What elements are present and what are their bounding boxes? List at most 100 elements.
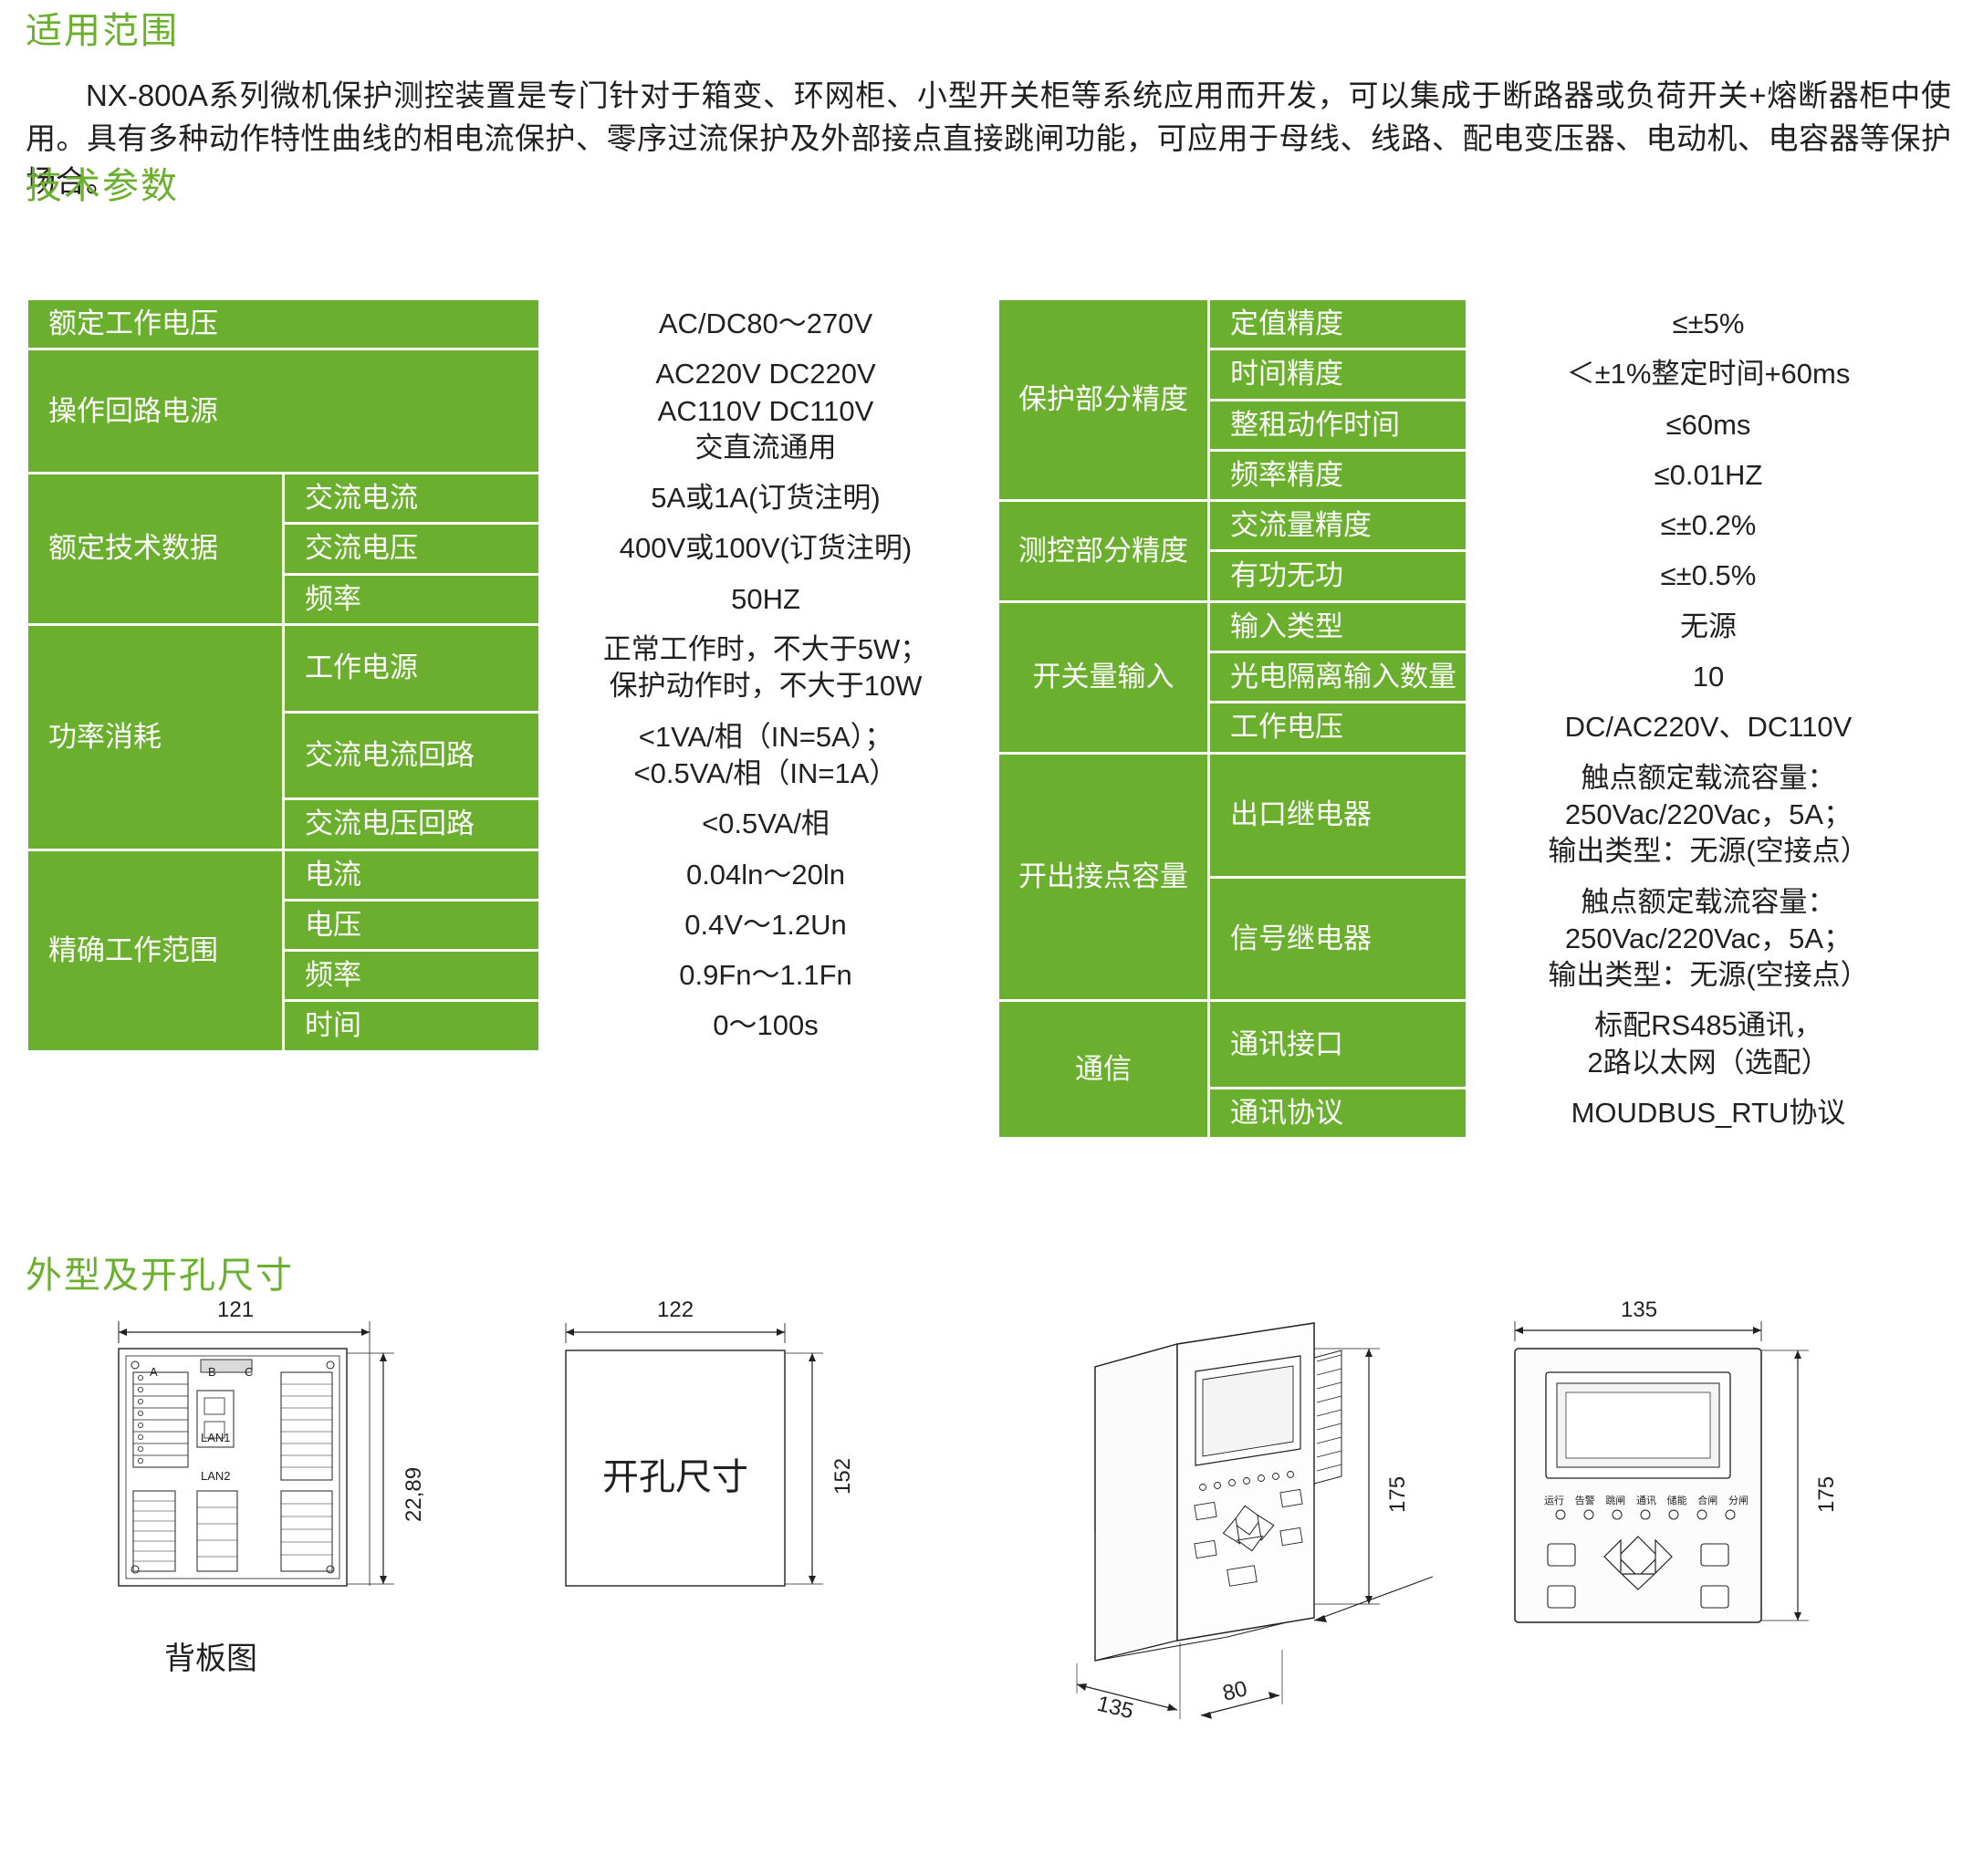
spec-value: <0.5VA/相 xyxy=(541,800,990,849)
table-row: 功率消耗工作电源正常工作时，不大于5W； 保护动作时，不大于10W xyxy=(28,626,990,849)
back-panel-port-c: C xyxy=(245,1365,254,1379)
table-row: 通信通讯接口标配RS485通讯， 2路以太网（选配） xyxy=(999,1002,1948,1138)
front-indicator-label: 合闸 xyxy=(1697,1496,1718,1506)
spec-sub-label: 光电隔离输入数量 xyxy=(1210,653,1466,702)
spec-sub-label: 频率 xyxy=(285,952,538,1000)
back-panel-caption: 背板图 xyxy=(164,1642,257,1676)
spec-group-label: 功率消耗 xyxy=(28,626,282,849)
front-indicator-label: 跳闸 xyxy=(1605,1496,1626,1506)
spec-value: AC/DC80～270V xyxy=(541,300,990,349)
table-row: 整租动作时间≤60ms xyxy=(999,401,1948,449)
spec-value: ＜±1%整定时间+60ms xyxy=(1468,350,1948,399)
front-indicator-label: 储能 xyxy=(1666,1496,1687,1506)
spec-value: 正常工作时，不大于5W； 保护动作时，不大于10W xyxy=(541,626,990,711)
front-view-width-label: 135 xyxy=(1621,1298,1658,1322)
spec-value: 10 xyxy=(1468,653,1948,702)
front-indicator-label: 告警 xyxy=(1574,1496,1595,1506)
back-panel-height-label: 22,89 xyxy=(402,1466,426,1522)
drawing-cutout: 122 152 开孔尺寸 xyxy=(548,1298,855,1613)
spec-group-label: 开关量输入 xyxy=(999,602,1207,752)
spec-sub-label: 出口继电器 xyxy=(1210,754,1466,876)
spec-value: ≤±0.5% xyxy=(1468,552,1948,600)
front-view-height-label: 175 xyxy=(1814,1475,1839,1513)
spec-sub-label: 通讯协议 xyxy=(1210,1089,1466,1138)
spec-group-label: 额定技术数据 xyxy=(28,474,282,624)
spec-value: 0～100s xyxy=(541,1002,990,1050)
spec-sub-label: 输入类型 xyxy=(1210,602,1466,651)
spec-sub-label: 交流电压 xyxy=(285,525,538,573)
spec-group-label: 测控部分精度 xyxy=(999,502,1207,600)
cutout-height-label: 152 xyxy=(830,1457,855,1495)
drawing-back-panel: 121 22,89 A B C LAN1 LAN2 背板图 xyxy=(110,1298,426,1676)
spec-value: DC/AC220V、DC110V xyxy=(1468,704,1948,752)
spec-value: 触点额定载流容量： 250Vac/220Vac，5A； 输出类型：无源(空接点） xyxy=(1468,754,1948,876)
table-row: 开出接点容量出口继电器触点额定载流容量： 250Vac/220Vac，5A； 输… xyxy=(999,754,1948,1000)
spec-value: 触点额定载流容量： 250Vac/220Vac，5A； 输出类型：无源(空接点） xyxy=(1468,878,1948,1000)
table-row: 测控部分精度交流量精度≤±0.2% xyxy=(999,502,1948,600)
spec-value: ≤±0.2% xyxy=(1468,502,1948,550)
spec-value: 50HZ xyxy=(541,575,990,624)
spec-value: ≤±5% xyxy=(1468,300,1948,349)
spec-value: 0.04ln～20ln xyxy=(541,850,990,899)
spec-sub-label: 交流电流回路 xyxy=(285,713,538,798)
spec-value: 标配RS485通讯， 2路以太网（选配） xyxy=(1468,1002,1948,1088)
spec-value: 0.9Fn～1.1Fn xyxy=(541,952,990,1000)
section-title-parameters: 技术参数 xyxy=(26,166,179,206)
back-panel-port-b: B xyxy=(208,1365,216,1379)
section-title-dimensions: 外型及开孔尺寸 xyxy=(26,1256,294,1296)
cutout-label: 开孔尺寸 xyxy=(602,1457,748,1497)
table-row: 信号继电器触点额定载流容量： 250Vac/220Vac，5A； 输出类型：无源… xyxy=(999,878,1948,1000)
table-row: 交流电流回路<1VA/相（IN=5A）； <0.5VA/相（IN=1A） xyxy=(28,713,990,798)
back-panel-lan2: LAN2 xyxy=(201,1469,231,1483)
spec-sub-label: 电流 xyxy=(285,850,538,899)
spec-value: AC220V DC220V AC110V DC110V 交直流通用 xyxy=(541,350,990,473)
spec-sub-label: 时间 xyxy=(285,1002,538,1050)
back-panel-lan1: LAN1 xyxy=(201,1431,231,1444)
spec-sub-label: 工作电压 xyxy=(1210,704,1466,752)
spec-value: ≤0.01HZ xyxy=(1468,451,1948,500)
table-row: 频率精度≤0.01HZ xyxy=(999,451,1948,500)
spec-sub-label: 时间精度 xyxy=(1210,350,1466,399)
spec-sub-label: 定值精度 xyxy=(1210,300,1466,349)
spec-sub-label: 通讯接口 xyxy=(1210,1002,1466,1088)
section-title-scope: 适用范围 xyxy=(26,11,179,51)
spec-value: 400V或100V(订货注明) xyxy=(541,525,990,573)
spec-group-label: 精确工作范围 xyxy=(28,850,282,1050)
front-indicator-label: 通讯 xyxy=(1635,1496,1656,1506)
table-row: 开关量输入输入类型无源 xyxy=(999,602,1948,752)
spec-value: 5A或1A(订货注明) xyxy=(541,474,990,523)
back-panel-width-label: 121 xyxy=(217,1298,255,1322)
iso-height-label: 175 xyxy=(1385,1475,1410,1513)
drawing-isometric: 175 135 80 xyxy=(1040,1303,1478,1732)
spec-value: 无源 xyxy=(1468,602,1948,651)
spec-value: MOUDBUS_RTU协议 xyxy=(1468,1089,1948,1138)
spec-value: ≤60ms xyxy=(1468,401,1948,449)
spec-group-label: 操作回路电源 xyxy=(28,350,538,473)
spec-sub-label: 交流量精度 xyxy=(1210,502,1466,550)
spec-value: 0.4V～1.2Un xyxy=(541,901,990,950)
drawing-front-view: 135 175 运行告警跳闸通讯储能合闸分闸 xyxy=(1488,1298,1898,1659)
front-indicator-label: 分闸 xyxy=(1728,1496,1749,1506)
table-row: 保护部分精度定值精度≤±5% xyxy=(999,300,1948,500)
spec-sub-label: 工作电源 xyxy=(285,626,538,711)
spec-value: <1VA/相（IN=5A）； <0.5VA/相（IN=1A） xyxy=(541,713,990,798)
spec-sub-label: 整租动作时间 xyxy=(1210,401,1466,449)
spec-group-label: 保护部分精度 xyxy=(999,300,1207,500)
spec-sub-label: 频率 xyxy=(285,575,538,624)
table-row: 时间精度＜±1%整定时间+60ms xyxy=(999,350,1948,399)
spec-sub-label: 信号继电器 xyxy=(1210,878,1466,1000)
spec-sub-label: 有功无功 xyxy=(1210,552,1466,600)
dimension-drawings: 121 22,89 A B C LAN1 LAN2 背板图 xyxy=(0,1298,1973,1869)
